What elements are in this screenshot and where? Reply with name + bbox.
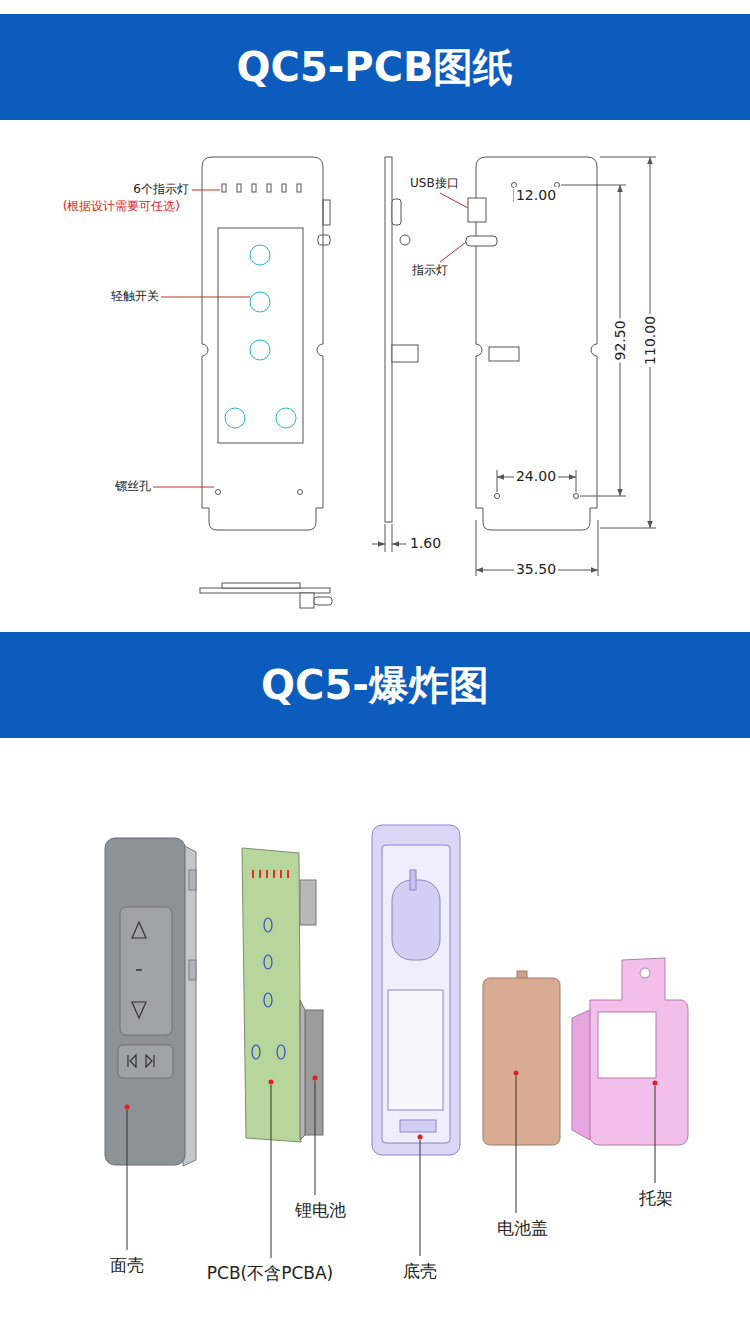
title-band: QC5-PCB图纸 [0,14,750,120]
pcb-back-view [466,157,656,576]
pcb-edge-view [200,583,332,608]
callout-label: USB接口 [410,176,459,190]
pcb-part [242,848,323,1142]
leader-lines [153,190,250,487]
part-name: 托架 [639,1188,673,1208]
face-shell [105,838,196,1166]
dimension: 24.00 [514,468,558,485]
dimension: 110.00 [642,313,659,366]
part-name: 面壳 [110,1255,144,1275]
part-name: 锂电池 [295,1200,346,1220]
leader-lines [127,1076,655,1258]
callout-label: 指示灯 [412,263,448,277]
part-name: 电池盖 [497,1218,548,1238]
title-band: QC5-爆炸图 [0,632,750,738]
dimension: 12.00 [514,187,558,204]
leader-lines [440,193,468,262]
part-name: PCB(不含PCBA) [207,1263,333,1283]
pcb-front-view [202,157,330,530]
callout-label: 6个指示灯 [133,182,189,196]
dimension: 35.50 [514,561,558,578]
bottom-shell [372,825,460,1155]
dimension: 92.50 [612,318,629,362]
band-heading: QC5-PCB图纸 [237,40,514,95]
callout-label: 轻触开关 [111,289,159,303]
pcb-side-view [372,157,418,552]
band-heading: QC5-爆炸图 [261,658,489,713]
part-name: 底壳 [403,1261,437,1281]
bracket [572,958,688,1145]
note: (根据设计需要可任选) [63,199,180,213]
callout-label: 镙丝孔 [115,479,151,493]
dimension: 1.60 [410,535,441,552]
battery-cover [483,971,560,1145]
